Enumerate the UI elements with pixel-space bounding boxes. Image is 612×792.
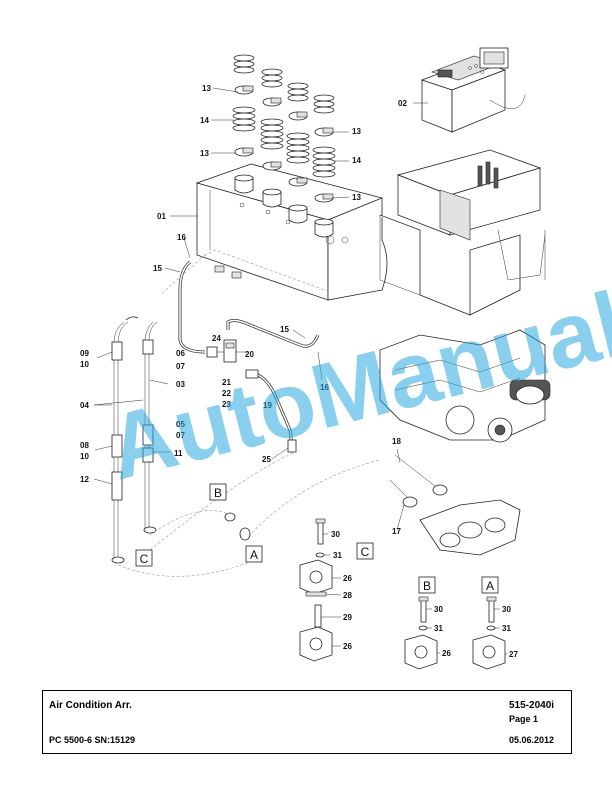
refrigerant-hoses bbox=[178, 260, 320, 453]
control-panel bbox=[420, 47, 526, 133]
label-16: 16 bbox=[177, 233, 186, 242]
bellows-column bbox=[286, 82, 310, 224]
label-31: 31 bbox=[434, 624, 443, 633]
label-24: 24 bbox=[212, 334, 221, 343]
label-01: 01 bbox=[157, 212, 166, 221]
label-26: 26 bbox=[343, 574, 352, 583]
label-04: 04 bbox=[80, 401, 89, 410]
detail-label-c: C bbox=[361, 545, 370, 559]
label-06: 06 bbox=[176, 349, 185, 358]
label-14: 14 bbox=[200, 116, 209, 125]
label-15: 15 bbox=[280, 325, 289, 334]
label-22: 22 bbox=[222, 389, 231, 398]
label-03: 03 bbox=[176, 380, 185, 389]
label-30: 30 bbox=[502, 605, 511, 614]
marker-a: A bbox=[250, 548, 258, 562]
marker-c: C bbox=[140, 552, 149, 566]
label-30: 30 bbox=[331, 530, 340, 539]
label-31: 31 bbox=[333, 551, 342, 560]
ac-unit-housing bbox=[159, 163, 388, 301]
drawing-date: 05.06.2012 bbox=[509, 735, 555, 745]
label-11: 11 bbox=[174, 449, 183, 458]
label-02: 02 bbox=[398, 99, 407, 108]
label-15: 15 bbox=[153, 264, 162, 273]
bellows-column bbox=[312, 94, 336, 238]
label-20: 20 bbox=[245, 350, 254, 359]
duct-bellows-group bbox=[232, 54, 336, 238]
label-28: 28 bbox=[343, 591, 352, 600]
label-07: 07 bbox=[176, 431, 185, 440]
label-13: 13 bbox=[200, 149, 209, 158]
label-31: 31 bbox=[502, 624, 511, 633]
marker-b: B bbox=[214, 486, 222, 500]
label-26: 26 bbox=[442, 649, 451, 658]
left-hose-assembly bbox=[111, 316, 158, 564]
bellows-column bbox=[260, 68, 284, 208]
label-30: 30 bbox=[434, 605, 443, 614]
label-07: 07 bbox=[176, 362, 185, 371]
label-13: 13 bbox=[202, 84, 211, 93]
drawing-title: Air Condition Arr. bbox=[49, 700, 132, 711]
title-block: Air Condition Arr. 515-2040i Page 1 PC 5… bbox=[42, 690, 572, 754]
cab-frame bbox=[379, 149, 546, 316]
label-29: 29 bbox=[343, 613, 352, 622]
bracket-detail-b bbox=[404, 596, 438, 670]
leader-lines bbox=[93, 87, 507, 655]
machine-model: PC 5500-6 SN:15129 bbox=[49, 735, 136, 745]
detail-label-a: A bbox=[486, 579, 494, 593]
label-13: 13 bbox=[352, 127, 361, 136]
bellows-column bbox=[232, 54, 256, 194]
label-10: 10 bbox=[80, 452, 89, 461]
label-25: 25 bbox=[262, 455, 271, 464]
label-09: 09 bbox=[80, 349, 89, 358]
label-16: 16 bbox=[320, 383, 329, 392]
routing-lines bbox=[117, 449, 381, 577]
label-23: 23 bbox=[222, 400, 231, 409]
label-14: 14 bbox=[352, 156, 361, 165]
label-08: 08 bbox=[80, 441, 89, 450]
label-26: 26 bbox=[343, 642, 352, 651]
label-27: 27 bbox=[509, 650, 518, 659]
parts-diagram: B A C C B A 13 14 13 13 14 13 02 01 16 1… bbox=[80, 47, 612, 670]
detail-label-b: B bbox=[423, 579, 431, 593]
page-number: Page 1 bbox=[509, 714, 539, 724]
bracket-detail-c bbox=[299, 518, 333, 662]
label-18: 18 bbox=[392, 437, 401, 446]
compressor-hoses bbox=[389, 454, 521, 556]
bracket-detail-a bbox=[472, 596, 506, 670]
valve-block bbox=[206, 339, 259, 379]
engine-assembly bbox=[379, 329, 551, 443]
label-13: 13 bbox=[352, 193, 361, 202]
label-10: 10 bbox=[80, 360, 89, 369]
part-labels: 13 14 13 13 14 13 02 01 16 15 15 24 20 0… bbox=[80, 84, 518, 659]
label-21: 21 bbox=[222, 378, 231, 387]
drawing-code: 515-2040i bbox=[509, 700, 555, 711]
label-17: 17 bbox=[392, 527, 401, 536]
label-05: 05 bbox=[176, 420, 185, 429]
detail-markers: B A C C B A bbox=[135, 483, 499, 594]
watermark: AutoManual bbox=[98, 273, 612, 499]
label-19: 19 bbox=[263, 401, 272, 410]
label-12: 12 bbox=[80, 475, 89, 484]
